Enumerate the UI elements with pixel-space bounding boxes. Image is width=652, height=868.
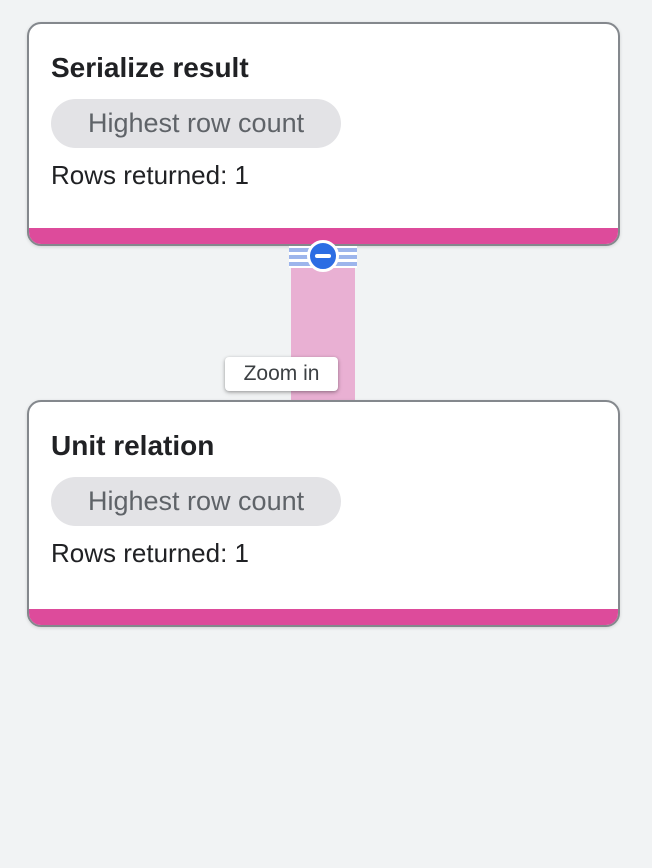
plan-node-unit-relation[interactable]: Unit relation Highest row count Rows ret… xyxy=(27,400,620,627)
node-title: Serialize result xyxy=(51,52,249,83)
zoom-in-tooltip: Zoom in xyxy=(225,357,338,391)
highest-row-count-badge: Highest row count xyxy=(51,477,342,526)
node-card-body: Unit relation Highest row count Rows ret… xyxy=(29,402,618,569)
plan-node-serialize-result[interactable]: Serialize result Highest row count Rows … xyxy=(27,22,620,246)
collapse-minus-icon[interactable] xyxy=(307,240,339,272)
row-count-accent-bar xyxy=(29,609,618,625)
rows-returned-label: Rows returned: 1 xyxy=(51,160,249,190)
rows-returned-label: Rows returned: 1 xyxy=(51,538,249,568)
minus-glyph xyxy=(315,254,331,258)
node-card-body: Serialize result Highest row count Rows … xyxy=(29,24,618,191)
node-title: Unit relation xyxy=(51,430,215,461)
highest-row-count-badge: Highest row count xyxy=(51,99,342,148)
row-count-accent-bar xyxy=(29,228,618,244)
